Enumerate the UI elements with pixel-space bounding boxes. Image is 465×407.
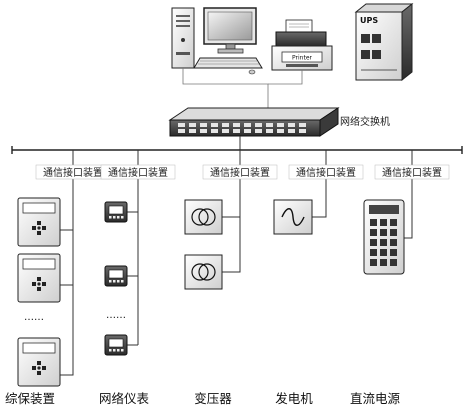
interface-label: 通信接口装置 <box>108 166 168 179</box>
transformer-icon <box>184 199 223 235</box>
protection-relay-icon <box>17 197 61 247</box>
protection-relay-icon <box>17 337 61 387</box>
dc-power-icon <box>363 199 405 275</box>
network-switch-icon <box>168 107 340 137</box>
transformer-column <box>184 182 241 290</box>
network-bus <box>11 146 463 154</box>
network-meter-icon <box>104 334 128 356</box>
keyboard-icon <box>193 57 263 75</box>
network-meter-icon <box>104 265 128 287</box>
interface-box: 通信接口装置 <box>288 164 364 180</box>
protection-relay-icon <box>17 253 61 303</box>
computer-tower-icon <box>171 7 195 69</box>
meter-ellipsis: …… <box>106 310 126 321</box>
printer-label: Printer <box>292 55 312 62</box>
category-label-dc-power: 直流电源 <box>350 391 401 406</box>
interface-group: 通信接口装置通信接口装置通信接口装置通信接口装置通信接口装置 <box>35 150 450 182</box>
interface-label: 通信接口装置 <box>382 166 442 179</box>
network-meter-column: …… <box>104 182 139 356</box>
switch-label: 网络交换机 <box>340 115 390 128</box>
dc-power-column <box>363 182 413 275</box>
category-label-protection-relay: 综保装置 <box>5 391 55 406</box>
monitor-icon <box>203 7 257 54</box>
interface-label: 通信接口装置 <box>43 166 103 179</box>
generator-column <box>273 182 327 235</box>
category-label-generator: 发电机 <box>275 391 313 406</box>
ups-icon: UPS <box>354 2 414 82</box>
interface-box: 通信接口装置 <box>202 164 278 180</box>
interface-box: 通信接口装置 <box>374 164 450 180</box>
interface-box: 通信接口装置 <box>100 164 176 180</box>
interface-label: 通信接口装置 <box>210 166 270 179</box>
printer-icon: Printer <box>271 19 333 71</box>
ups-label: UPS <box>360 16 378 25</box>
pc-to-switch-link <box>182 68 303 112</box>
category-label-network-meter: 网络仪表 <box>99 391 150 406</box>
network-meter-icon <box>104 201 128 223</box>
interface-box: 通信接口装置 <box>35 164 111 180</box>
category-label-transformer: 变压器 <box>194 391 232 406</box>
interface-label: 通信接口装置 <box>296 166 356 179</box>
transformer-icon <box>184 254 223 290</box>
protection-relay-column: …… <box>17 182 74 387</box>
relay-ellipsis: …… <box>24 312 44 323</box>
generator-icon <box>273 199 313 235</box>
